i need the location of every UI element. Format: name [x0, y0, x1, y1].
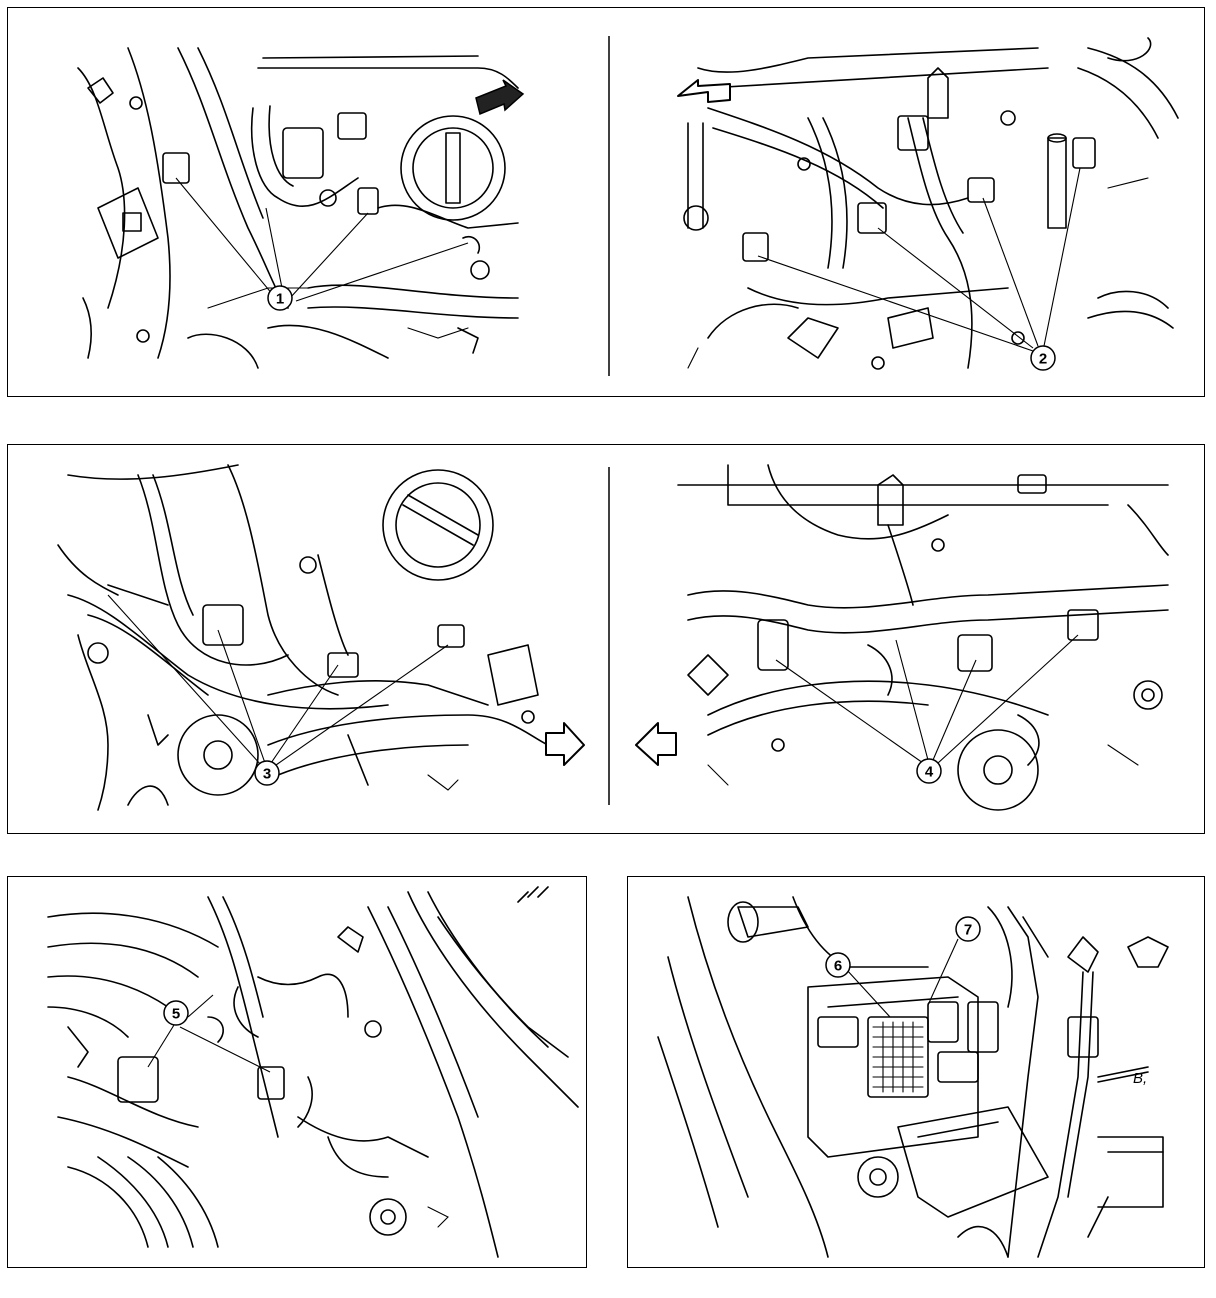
- view-6-7-drawing: B, 6 7: [657, 896, 1169, 1258]
- view-6-7-fuse-block: B,: [657, 896, 1169, 1258]
- view-3-engine-left: [57, 464, 585, 811]
- svg-text:4: 4: [925, 764, 934, 781]
- panel-row2: 3: [7, 444, 1205, 834]
- direction-arrow-front: [545, 722, 585, 766]
- callout-5: 5: [163, 1000, 189, 1026]
- panel-row3-left: 5: [7, 876, 587, 1268]
- svg-text:2: 2: [1039, 351, 1047, 368]
- view-2-engine-right: [677, 37, 1179, 370]
- direction-arrow-rear: [635, 722, 677, 766]
- view-4-engine-right: [635, 464, 1169, 811]
- row1-drawing: 1: [77, 36, 1179, 376]
- callout-2: 2: [1030, 345, 1056, 371]
- svg-text:3: 3: [263, 766, 271, 783]
- panel-row3-right: B, 6 7: [627, 876, 1205, 1268]
- callout-4: 4: [916, 758, 942, 784]
- row2-drawing: 3: [57, 464, 1169, 811]
- svg-text:6: 6: [834, 958, 842, 975]
- callout-3: 3: [254, 760, 280, 786]
- direction-arrow-front: [475, 79, 525, 116]
- svg-text:5: 5: [172, 1006, 180, 1023]
- callout-6: 6: [825, 952, 851, 978]
- view-5-engine: [47, 886, 579, 1258]
- direction-arrow-front: [677, 79, 731, 103]
- view-1-engine-left: [77, 47, 525, 369]
- callout-7: 7: [955, 916, 981, 942]
- fragment-label: B,: [1133, 1070, 1147, 1087]
- callout-1: 1: [267, 285, 293, 311]
- view-5-drawing: 5: [47, 886, 579, 1258]
- svg-text:1: 1: [276, 291, 284, 308]
- panel-row1: 1: [7, 7, 1205, 397]
- svg-text:7: 7: [964, 922, 972, 939]
